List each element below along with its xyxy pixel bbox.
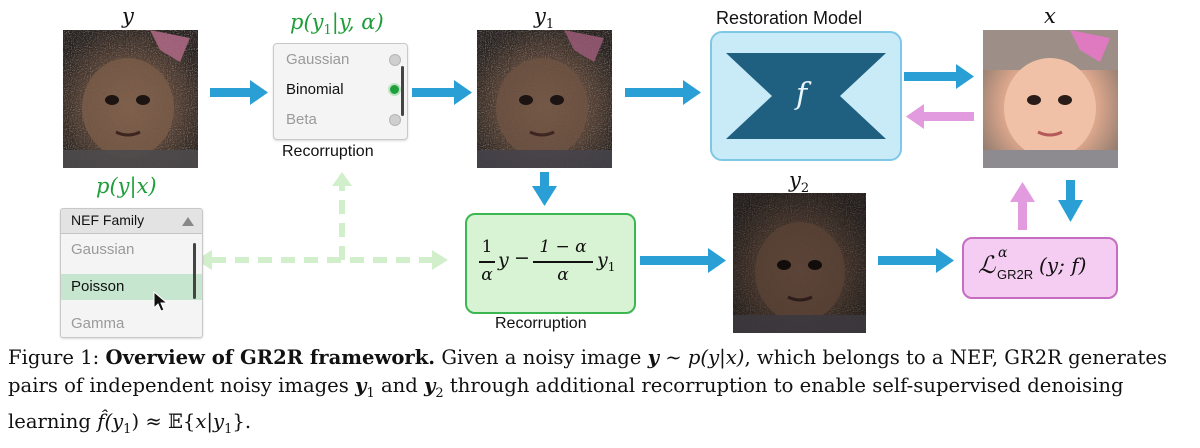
triangle-up-icon[interactable] — [182, 217, 194, 226]
frac2-numerator: 1 − α — [539, 237, 587, 257]
frac1-numerator: 1 — [481, 237, 493, 257]
option-beta[interactable]: Beta — [286, 111, 317, 128]
x-hat-accent: ˙ — [1047, 0, 1057, 18]
photo-y1 — [477, 30, 612, 168]
caption-figure-label: Figure 1: — [8, 346, 100, 369]
dashed-connector — [212, 184, 432, 263]
formula-minus: − — [514, 247, 530, 269]
arrow-xhat-down-to-loss — [1058, 180, 1083, 222]
frac2-denominator: α — [557, 265, 569, 285]
formula-y1: y1 — [597, 249, 616, 274]
arrow-y-to-selector — [210, 80, 268, 105]
bowtie-network-icon — [726, 53, 886, 139]
nef-family-header[interactable]: NEF Family — [61, 209, 202, 234]
dashed-arrowhead-up — [332, 172, 352, 186]
loss-arguments: (y; f) — [1039, 253, 1087, 277]
loss-subscript: GR2R — [997, 267, 1034, 282]
recorruption-selector[interactable]: Gaussian Binomial Beta — [273, 43, 408, 140]
nef-family-list[interactable]: NEF Family Gaussian Poisson Gamma — [60, 208, 203, 338]
figure-caption: Figure 1: Overview of GR2R framework. Gi… — [8, 346, 1168, 437]
nef-item-gaussian[interactable]: Gaussian — [71, 241, 135, 258]
radio-gaussian[interactable] — [389, 54, 401, 66]
dashed-arrowhead-right — [432, 250, 448, 270]
arrow-loss-up-to-xhat — [1010, 182, 1035, 230]
selector-scrollbar[interactable] — [401, 66, 404, 116]
option-gaussian[interactable]: Gaussian — [286, 51, 350, 68]
frac1-bar — [479, 261, 495, 263]
nef-item-poisson[interactable]: Poisson — [61, 274, 202, 300]
radio-binomial[interactable] — [388, 83, 401, 96]
label-y: y — [122, 4, 134, 28]
nef-scrollbar[interactable] — [193, 243, 196, 299]
photo-x-hat — [983, 30, 1118, 168]
f-symbol: f — [796, 77, 808, 112]
arrow-xhat-to-restoration — [906, 104, 974, 129]
arrow-mix-to-y2 — [640, 248, 726, 273]
label-noise-distribution: p(y|x) — [96, 174, 157, 198]
diagram-graphics — [63, 30, 1118, 333]
label-x-hat: x — [1044, 4, 1056, 28]
restoration-model-title: Restoration Model — [716, 8, 863, 28]
formula-y: y — [498, 249, 509, 271]
loss-box: ℒ α GR2R (y; f) — [962, 237, 1118, 299]
label-y2: y2 — [789, 168, 810, 197]
recorruption-formula-box: 1 α y − 1 − α α y1 — [465, 213, 636, 314]
arrow-selector-to-y1 — [412, 80, 472, 105]
mouse-pointer-icon — [153, 291, 169, 312]
nef-item-gamma[interactable]: Gamma — [71, 315, 125, 332]
restoration-model-block: f — [710, 31, 902, 161]
label-recorruption-distribution: p(y1|y, α) — [290, 10, 384, 39]
arrow-y2-to-loss — [878, 248, 954, 273]
frac1-denominator: α — [481, 265, 493, 285]
loss-superscript: α — [998, 245, 1008, 261]
frac2-bar — [533, 261, 593, 263]
arrow-y1-down-to-mix — [532, 172, 557, 206]
dashed-arrowhead-left — [196, 250, 212, 270]
label-recorruption-bottom: Recorruption — [495, 315, 587, 332]
radio-beta[interactable] — [389, 114, 401, 126]
photo-y — [63, 30, 198, 168]
arrow-restoration-to-xhat — [904, 64, 974, 89]
label-y1: y1 — [534, 4, 555, 33]
loss-symbol: ℒ — [978, 251, 996, 279]
caption-title: Overview of GR2R framework. — [105, 346, 436, 369]
option-binomial[interactable]: Binomial — [286, 81, 344, 98]
nef-family-title: NEF Family — [71, 212, 145, 228]
photo-y2 — [733, 193, 866, 333]
label-recorruption-top: Recorruption — [282, 143, 374, 160]
arrow-y1-to-restoration — [625, 80, 701, 105]
